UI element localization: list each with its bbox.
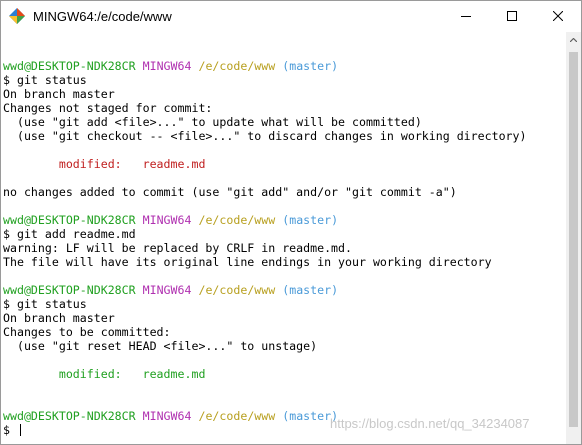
- terminal-line: wwd@DESKTOP-NDK28CR MINGW64 /e/code/www …: [3, 409, 527, 423]
- terminal-text: wwd@DESKTOP-NDK28CR: [3, 283, 136, 297]
- terminal-text: MINGW64: [142, 59, 192, 73]
- terminal-text: (master): [282, 59, 339, 73]
- terminal-text: On branch master: [3, 87, 115, 101]
- terminal-text: /e/code/www: [198, 283, 276, 297]
- terminal-line: $ git status: [3, 297, 527, 311]
- terminal-line: $ git status: [3, 73, 527, 87]
- terminal-line: $: [3, 423, 527, 437]
- terminal-text: [136, 409, 143, 423]
- close-button[interactable]: [535, 1, 581, 32]
- terminal-text: (master): [282, 283, 339, 297]
- window-title: MINGW64:/e/code/www: [33, 9, 172, 24]
- terminal-text: (master): [282, 213, 339, 227]
- terminal-text: $ git status: [3, 297, 87, 311]
- terminal-line: [3, 381, 527, 395]
- chevron-up-icon: [570, 38, 577, 42]
- terminal-text: [136, 59, 143, 73]
- terminal-text: Changes to be committed:: [3, 325, 171, 339]
- terminal-text: [136, 213, 143, 227]
- terminal-text: wwd@DESKTOP-NDK28CR: [3, 59, 136, 73]
- terminal-text: (use "git checkout -- <file>..." to disc…: [3, 129, 527, 143]
- terminal-text: warning: LF will be replaced by CRLF in …: [3, 241, 353, 255]
- terminal-line: modified: readme.md: [3, 157, 527, 171]
- terminal-line: warning: LF will be replaced by CRLF in …: [3, 241, 527, 255]
- terminal-text: wwd@DESKTOP-NDK28CR: [3, 213, 136, 227]
- terminal-text: modified: readme.md: [3, 367, 206, 381]
- terminal-text: $ git status: [3, 73, 87, 87]
- terminal-text: $ git add readme.md: [3, 227, 136, 241]
- terminal-text: [136, 283, 143, 297]
- terminal-text: /e/code/www: [198, 213, 276, 227]
- minimize-icon: [461, 16, 471, 17]
- terminal-line: The file will have its original line end…: [3, 255, 527, 269]
- terminal-line: [3, 171, 527, 185]
- terminal-text: MINGW64: [142, 283, 192, 297]
- terminal-line: [3, 143, 527, 157]
- terminal-text: (master): [282, 409, 339, 423]
- terminal-line: wwd@DESKTOP-NDK28CR MINGW64 /e/code/www …: [3, 213, 527, 227]
- vertical-scrollbar[interactable]: [566, 32, 581, 444]
- terminal-line: [3, 269, 527, 283]
- terminal-text: (use "git add <file>..." to update what …: [3, 115, 422, 129]
- terminal-line: $ git add readme.md: [3, 227, 527, 241]
- maximize-button[interactable]: [489, 1, 535, 32]
- terminal-text: $: [3, 423, 17, 437]
- terminal-text: /e/code/www: [198, 59, 276, 73]
- title-bar[interactable]: MINGW64:/e/code/www: [1, 1, 581, 32]
- watermark-text: https://blog.csdn.net/qq_34234087: [330, 416, 530, 431]
- scroll-thumb[interactable]: [569, 52, 578, 427]
- terminal-text: /e/code/www: [198, 409, 276, 423]
- terminal-text: modified: readme.md: [3, 157, 206, 171]
- terminal-line: [3, 353, 527, 367]
- mingw-diamond-icon: [9, 8, 25, 24]
- close-icon: [553, 11, 563, 21]
- terminal-text: MINGW64: [142, 409, 192, 423]
- terminal-line: Changes not staged for commit:: [3, 101, 527, 115]
- terminal-line: wwd@DESKTOP-NDK28CR MINGW64 /e/code/www …: [3, 283, 527, 297]
- terminal-line: modified: readme.md: [3, 367, 527, 381]
- terminal-line: (use "git reset HEAD <file>..." to unsta…: [3, 339, 527, 353]
- terminal-line: [3, 45, 527, 59]
- terminal-text: no changes added to commit (use "git add…: [3, 185, 457, 199]
- terminal-text: The file will have its original line end…: [3, 255, 492, 269]
- terminal-line: On branch master: [3, 311, 527, 325]
- terminal-text: Changes not staged for commit:: [3, 101, 213, 115]
- terminal-text: wwd@DESKTOP-NDK28CR: [3, 409, 136, 423]
- terminal-line: (use "git add <file>..." to update what …: [3, 115, 527, 129]
- terminal-text: MINGW64: [142, 213, 192, 227]
- terminal-text: (use "git reset HEAD <file>..." to unsta…: [3, 339, 318, 353]
- terminal-output-area[interactable]: wwd@DESKTOP-NDK28CR MINGW64 /e/code/www …: [1, 32, 566, 444]
- text-cursor: [19, 424, 21, 436]
- terminal-line: [3, 395, 527, 409]
- terminal-line: no changes added to commit (use "git add…: [3, 185, 527, 199]
- terminal-line: wwd@DESKTOP-NDK28CR MINGW64 /e/code/www …: [3, 59, 527, 73]
- terminal-line: (use "git checkout -- <file>..." to disc…: [3, 129, 527, 143]
- maximize-icon: [507, 11, 517, 21]
- terminal-lines: wwd@DESKTOP-NDK28CR MINGW64 /e/code/www …: [3, 45, 527, 437]
- scroll-up-button[interactable]: [566, 32, 581, 48]
- terminal-line: [3, 199, 527, 213]
- terminal-line: On branch master: [3, 87, 527, 101]
- terminal-text: On branch master: [3, 311, 115, 325]
- terminal-line: Changes to be committed:: [3, 325, 527, 339]
- minimize-button[interactable]: [443, 1, 489, 32]
